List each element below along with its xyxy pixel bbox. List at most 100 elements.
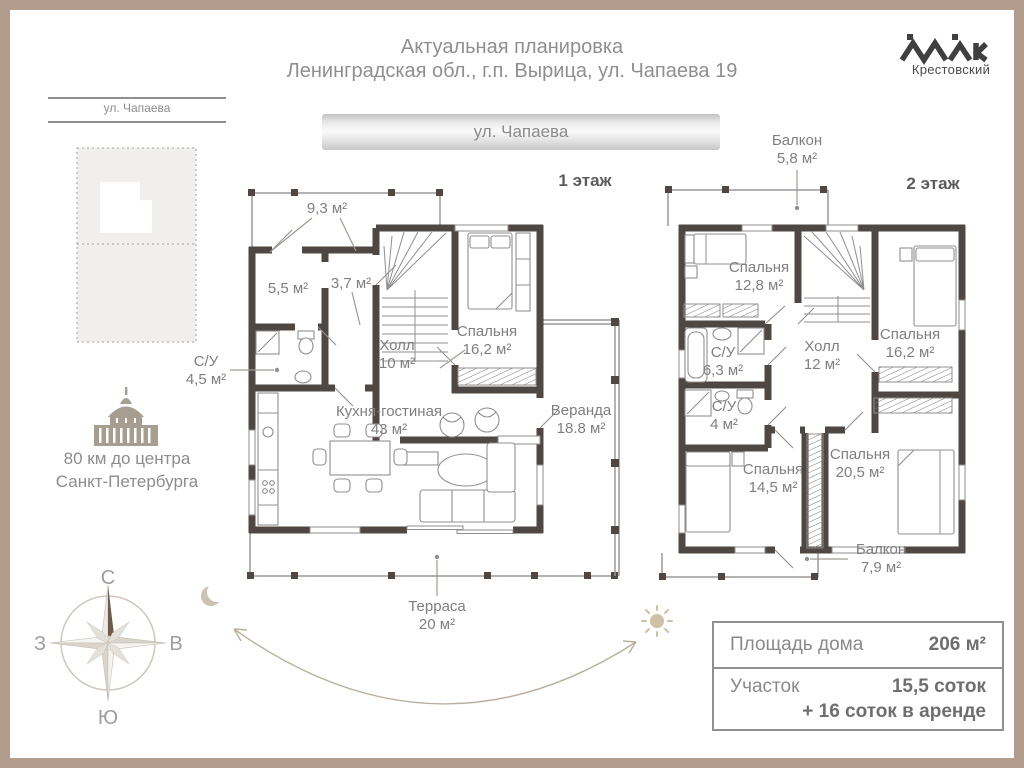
room-area: 10 м² <box>378 355 416 372</box>
room-area: 14,5 м² <box>748 479 798 496</box>
sidebar-street-label: ул. Чапаева <box>103 101 171 115</box>
page-title-line1: Актуальная планировка <box>400 36 624 58</box>
room-area: 4,5 м² <box>185 371 227 388</box>
floor1-bedroom-furniture <box>457 232 537 386</box>
distance-line2: Санкт-Петербурга <box>55 472 199 491</box>
floor2-doors <box>764 305 876 569</box>
room-name: Балкон <box>855 541 907 558</box>
floor1-title: 1 этаж <box>558 171 612 190</box>
room-name: Спальня <box>742 461 804 478</box>
room-name: Спальня <box>879 326 941 343</box>
room-area: 9,3 м² <box>306 200 348 217</box>
floor1-kitchen-furniture <box>257 392 516 526</box>
room-area: 12,8 м² <box>734 277 784 294</box>
room-name: С/У <box>710 344 736 361</box>
floor1-stairs <box>382 231 448 362</box>
room-area: 12 м² <box>803 356 841 373</box>
logo-mark-icon <box>899 34 988 66</box>
summary-row-house: Площадь дома 206 м² <box>714 623 1002 669</box>
house-area-value: 206 м² <box>928 634 986 655</box>
distance-line1: 80 км до центра <box>63 449 191 468</box>
room-area: 16,2 м² <box>885 344 935 361</box>
room-name: С/У <box>711 398 737 415</box>
room-name: Терраса <box>408 598 466 615</box>
compass-label-east: В <box>169 633 182 655</box>
room-name: Веранда <box>550 402 612 419</box>
floor2-furniture <box>683 233 957 549</box>
compass-label-south: Ю <box>98 707 118 729</box>
floor1-terrace-outline <box>247 530 618 579</box>
house-area-label: Площадь дома <box>730 634 864 655</box>
compass-label-west: З <box>34 633 46 655</box>
room-area: 6,3 м² <box>702 362 744 379</box>
room-name: Холл <box>379 337 415 354</box>
page-title-line2: Ленинградская обл., г.п. Вырица, ул. Чап… <box>286 60 738 82</box>
floor1-plan <box>230 189 620 596</box>
label-f1-porch: 9,3 м² <box>307 200 347 218</box>
plot-label: Участок <box>730 676 800 697</box>
moon-icon <box>201 582 227 606</box>
room-area: 16,2 м² <box>462 341 512 358</box>
floor2-balcony-bottom-outline <box>659 553 819 580</box>
house-footprint <box>100 182 152 233</box>
room-area: 20,5 м² <box>835 464 885 481</box>
floor1-veranda-outline <box>543 318 620 576</box>
summary-box: Площадь дома 206 м² Участок 15,5 соток +… <box>712 621 1004 731</box>
plot-extra-value: + 16 соток в аренде <box>802 701 986 722</box>
compass-rose: С Ю З В <box>34 567 183 729</box>
floor2-windows <box>678 224 966 554</box>
room-name: Спальня <box>456 323 518 340</box>
room-area: 5,8 м² <box>776 150 818 167</box>
street-line-top <box>48 97 226 99</box>
room-name: Балкон <box>771 132 823 149</box>
street-line-bottom <box>48 121 226 123</box>
floor1-bathroom-fixtures <box>255 330 315 384</box>
floor1-porch-outline <box>248 189 443 250</box>
floor1-windows <box>248 224 544 534</box>
plot-map <box>76 147 197 343</box>
krestovsky-logo: Крестовский <box>896 28 1006 77</box>
label-f1-room55: 5,5 м² <box>268 280 308 298</box>
compass-label-north: С <box>101 567 115 589</box>
compass-north-needle <box>108 585 115 643</box>
cathedral-icon <box>94 387 158 446</box>
room-area: 5,5 м² <box>267 280 309 297</box>
floor2-leaders <box>794 170 848 562</box>
sun-path <box>201 582 673 705</box>
logo-text: Крестовский <box>911 62 991 77</box>
distance-note: 80 км до центра Санкт-Петербурга <box>38 447 216 493</box>
room-name: Спальня <box>728 259 790 276</box>
label-f1-tambour: 3,7 м² <box>331 275 371 293</box>
room-name: Кухня-гостиная <box>335 403 443 420</box>
room-area: 4 м² <box>710 416 738 433</box>
room-area: 20 м² <box>418 616 456 633</box>
room-name: Спальня <box>829 446 891 463</box>
room-name: Холл <box>804 338 840 355</box>
room-area: 43 м² <box>370 421 408 438</box>
summary-row-plot: Участок 15,5 соток + 16 соток в аренде <box>714 669 1002 723</box>
floor2-balcony-top-outline <box>665 186 829 226</box>
room-area: 18.8 м² <box>556 420 606 437</box>
room-area: 3,7 м² <box>330 275 372 292</box>
room-area: 7,9 м² <box>860 559 902 576</box>
plot-value: 15,5 соток <box>891 676 986 697</box>
floor2-title: 2 этаж <box>906 174 960 193</box>
floor1-walls <box>248 224 544 534</box>
sun-icon <box>641 605 673 637</box>
